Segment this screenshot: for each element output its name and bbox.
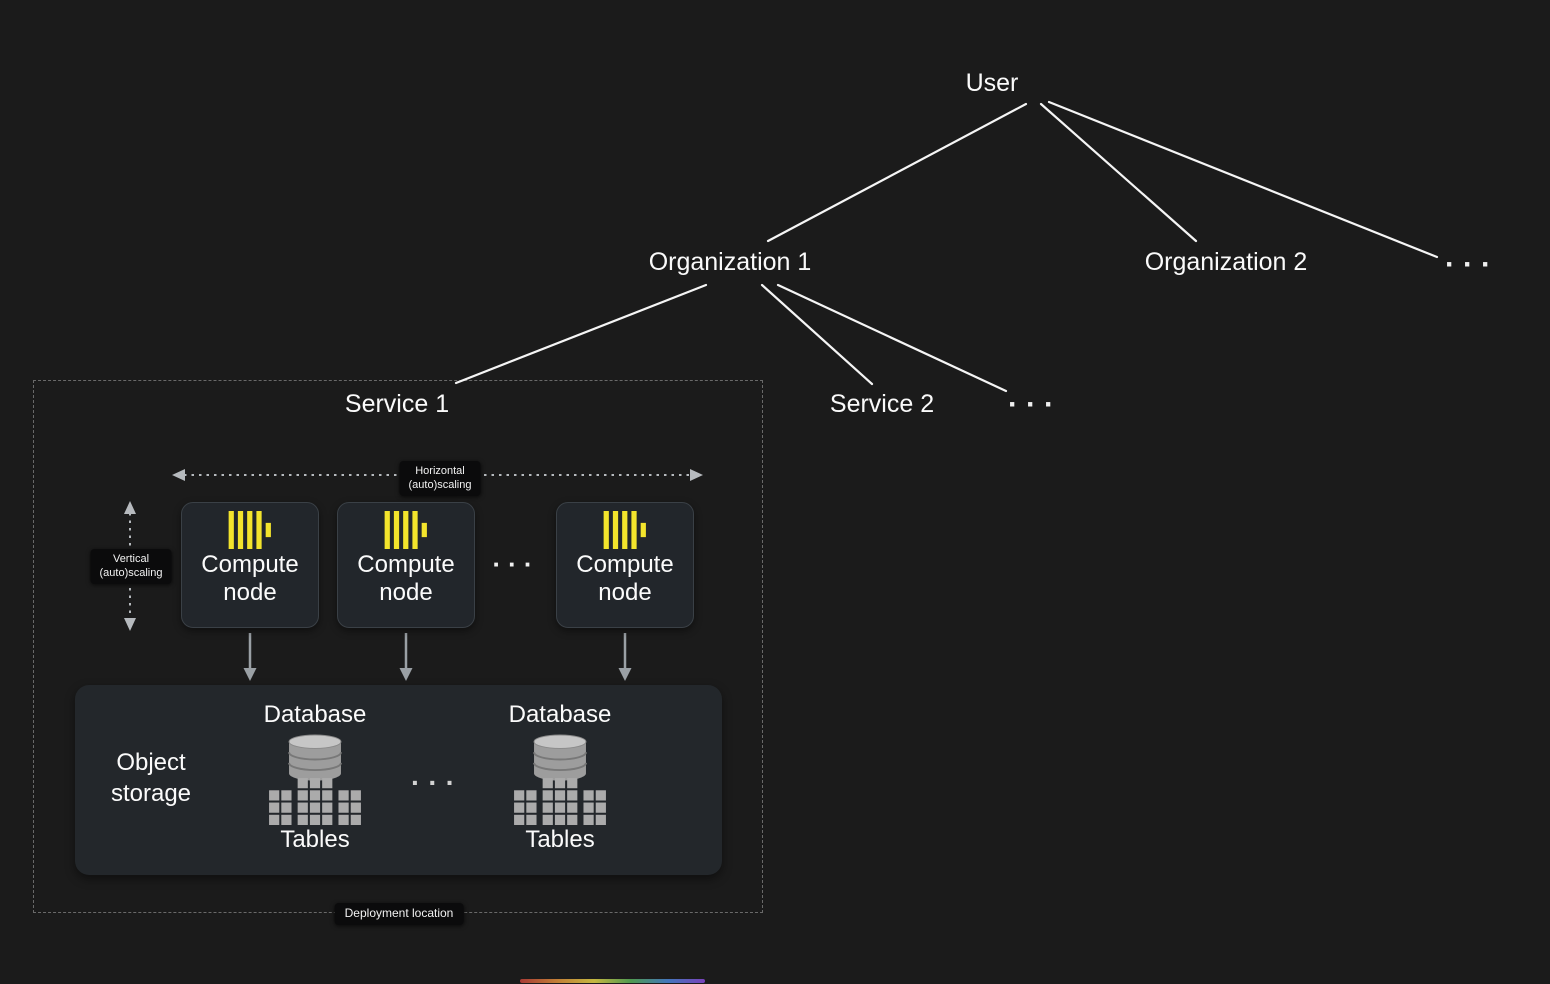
organizations-ellipsis: ··· [1445,248,1499,281]
database-title: Database [508,701,612,728]
database-group-1: Database [245,701,385,855]
clickhouse-icon [228,511,271,549]
bottom-color-strip [520,979,705,983]
object-storage-label: Object storage [110,749,192,808]
tables-icon [514,777,606,825]
databases-ellipsis: ··· [411,767,463,798]
compute-node-label: Compute node [576,551,674,606]
compute-node-card-1: Compute node [181,502,319,628]
database-cylinder-icon [288,734,342,781]
clickhouse-icon [603,511,646,549]
vertical-scaling-label: Vertical (auto)scaling [90,549,172,584]
edge-user-org2 [1039,102,1198,243]
compute-node-label: Compute node [201,551,299,606]
compute-nodes-ellipsis: ··· [492,549,540,579]
clickhouse-icon [384,511,427,549]
object-storage-panel: Object storage Database [75,685,722,875]
organization1-label: Organization 1 [648,248,812,276]
edge-org1-service1 [454,283,708,385]
database-group-2: Database [490,701,630,855]
deployment-location-label: Deployment location [334,903,464,925]
database-title: Database [263,701,367,728]
database-cylinder-icon [533,734,587,781]
tables-label: Tables [525,825,595,853]
edge-org1-more [776,283,1008,393]
edge-user-org1 [766,102,1028,243]
tables-icon [269,777,361,825]
organization2-label: Organization 2 [1144,248,1308,276]
edge-org1-service2 [760,283,874,386]
service1-title: Service 1 [344,390,450,418]
services-ellipsis: ··· [1008,388,1062,421]
service2-label: Service 2 [829,390,935,418]
compute-node-label: Compute node [357,551,455,606]
edge-user-more [1047,100,1439,259]
horizontal-scaling-label: Horizontal (auto)scaling [399,461,481,496]
tree-edges [454,100,1439,393]
tables-label: Tables [280,825,350,853]
compute-node-card-2: Compute node [337,502,475,628]
compute-node-card-3: Compute node [556,502,694,628]
user-label: User [965,69,1019,97]
